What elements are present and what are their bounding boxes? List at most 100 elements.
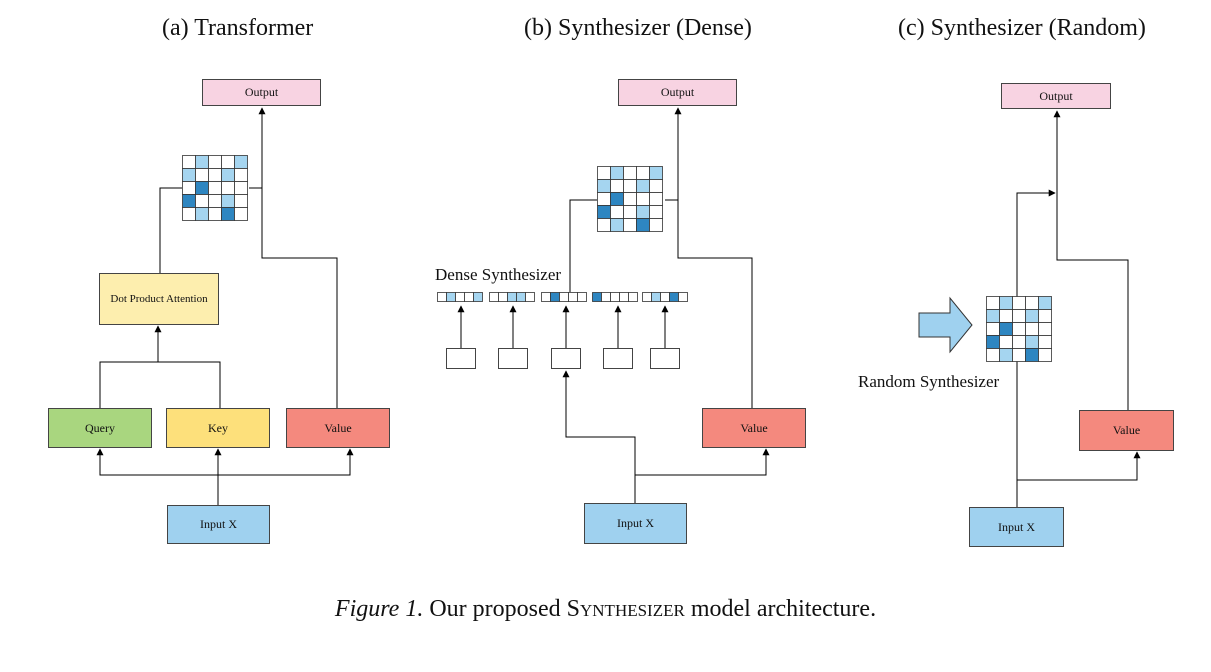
query-box: Query bbox=[48, 408, 152, 448]
random-synthesizer-label: Random Synthesizer bbox=[858, 372, 1000, 391]
matrix-cell bbox=[498, 292, 508, 302]
matrix-cell bbox=[507, 292, 517, 302]
matrix-cell bbox=[986, 309, 1000, 323]
matrix-cell bbox=[610, 292, 620, 302]
output-box-c: Output bbox=[1001, 83, 1111, 109]
edge-b-value-to-output bbox=[674, 107, 753, 408]
matrix-cell bbox=[1012, 309, 1026, 323]
matrix-cell bbox=[208, 181, 222, 195]
attention-matrix-c bbox=[986, 296, 1052, 362]
matrix-cell bbox=[234, 207, 248, 221]
token-box-3 bbox=[551, 348, 581, 369]
key-box: Key bbox=[166, 408, 270, 448]
matrix-cell bbox=[541, 292, 551, 302]
value-box-b: Value bbox=[702, 408, 806, 448]
edge-c-input-to-value bbox=[1016, 451, 1141, 507]
matrix-cell bbox=[568, 292, 578, 302]
token-box-1 bbox=[446, 348, 476, 369]
edge-b-input-to-value bbox=[635, 448, 770, 476]
matrix-cell bbox=[597, 166, 611, 180]
matrix-cell bbox=[636, 166, 650, 180]
matrix-cell bbox=[1012, 348, 1026, 362]
matrix-cell bbox=[999, 335, 1013, 349]
matrix-cell bbox=[623, 166, 637, 180]
synth-row-5 bbox=[642, 292, 688, 302]
matrix-cell bbox=[221, 194, 235, 208]
edge-attention-to-matrix bbox=[159, 187, 182, 273]
matrix-cell bbox=[559, 292, 569, 302]
matrix-cell bbox=[986, 348, 1000, 362]
matrix-cell bbox=[649, 192, 663, 206]
matrix-cell bbox=[1038, 322, 1052, 336]
matrix-cell bbox=[999, 322, 1013, 336]
matrix-cell bbox=[1025, 309, 1039, 323]
matrix-cell bbox=[610, 192, 624, 206]
matrix-cell bbox=[649, 179, 663, 193]
value-box-a: Value bbox=[286, 408, 390, 448]
matrix-cell bbox=[195, 155, 209, 169]
matrix-cell bbox=[623, 205, 637, 219]
matrix-cell bbox=[234, 168, 248, 182]
caption-figure-label: Figure 1. bbox=[334, 596, 424, 622]
matrix-cell bbox=[1038, 296, 1052, 310]
matrix-cell bbox=[986, 335, 1000, 349]
matrix-cell bbox=[649, 205, 663, 219]
matrix-cell bbox=[651, 292, 661, 302]
matrix-cell bbox=[669, 292, 679, 302]
matrix-cell bbox=[516, 292, 526, 302]
matrix-cell bbox=[182, 181, 196, 195]
matrix-cell bbox=[1012, 335, 1026, 349]
dot-product-attention-box: Dot Product Attention bbox=[99, 273, 219, 325]
edge-b-synth-to-matrix bbox=[569, 199, 597, 292]
matrix-cell bbox=[182, 155, 196, 169]
token-box-5 bbox=[650, 348, 680, 369]
matrix-cell bbox=[636, 179, 650, 193]
matrix-cell bbox=[628, 292, 638, 302]
attention-matrix-a bbox=[182, 155, 248, 221]
matrix-cell bbox=[1025, 335, 1039, 349]
matrix-cell bbox=[610, 218, 624, 232]
edge-query-key-to-attention bbox=[99, 326, 221, 408]
matrix-cell bbox=[1038, 335, 1052, 349]
matrix-cell bbox=[1025, 348, 1039, 362]
dense-synthesizer-label: Dense Synthesizer bbox=[435, 265, 562, 284]
matrix-cell bbox=[1012, 296, 1026, 310]
matrix-cell bbox=[601, 292, 611, 302]
panel-title-synthesizer-random: (c) Synthesizer (Random) bbox=[898, 15, 1146, 41]
matrix-cell bbox=[623, 179, 637, 193]
matrix-cell bbox=[182, 194, 196, 208]
synth-row-4 bbox=[592, 292, 638, 302]
matrix-cell bbox=[182, 168, 196, 182]
matrix-cell bbox=[221, 155, 235, 169]
matrix-cell bbox=[597, 218, 611, 232]
matrix-cell bbox=[592, 292, 602, 302]
caption-model-name: Synthesizer bbox=[566, 596, 685, 622]
value-box-c: Value bbox=[1079, 410, 1174, 451]
matrix-cell bbox=[610, 179, 624, 193]
matrix-cell bbox=[437, 292, 447, 302]
matrix-cell bbox=[649, 218, 663, 232]
edge-input-to-value bbox=[218, 448, 354, 476]
matrix-cell bbox=[221, 168, 235, 182]
matrix-cell bbox=[550, 292, 560, 302]
edge-c-left-vertical bbox=[1016, 189, 1056, 480]
output-box-b: Output bbox=[618, 79, 737, 106]
matrix-cell bbox=[1025, 322, 1039, 336]
edge-b-input-up bbox=[562, 370, 636, 503]
matrix-cell bbox=[619, 292, 629, 302]
matrix-cell bbox=[1038, 309, 1052, 323]
synth-row-3 bbox=[541, 292, 587, 302]
matrix-cell bbox=[999, 348, 1013, 362]
matrix-cell bbox=[195, 207, 209, 221]
matrix-cell bbox=[1038, 348, 1052, 362]
attention-matrix-b bbox=[597, 166, 663, 232]
matrix-cell bbox=[1012, 322, 1026, 336]
matrix-cell bbox=[234, 155, 248, 169]
matrix-cell bbox=[636, 218, 650, 232]
matrix-cell bbox=[649, 166, 663, 180]
matrix-cell bbox=[986, 296, 1000, 310]
big-right-arrow-icon bbox=[918, 296, 973, 354]
matrix-cell bbox=[636, 192, 650, 206]
matrix-cell bbox=[636, 205, 650, 219]
token-box-2 bbox=[498, 348, 528, 369]
